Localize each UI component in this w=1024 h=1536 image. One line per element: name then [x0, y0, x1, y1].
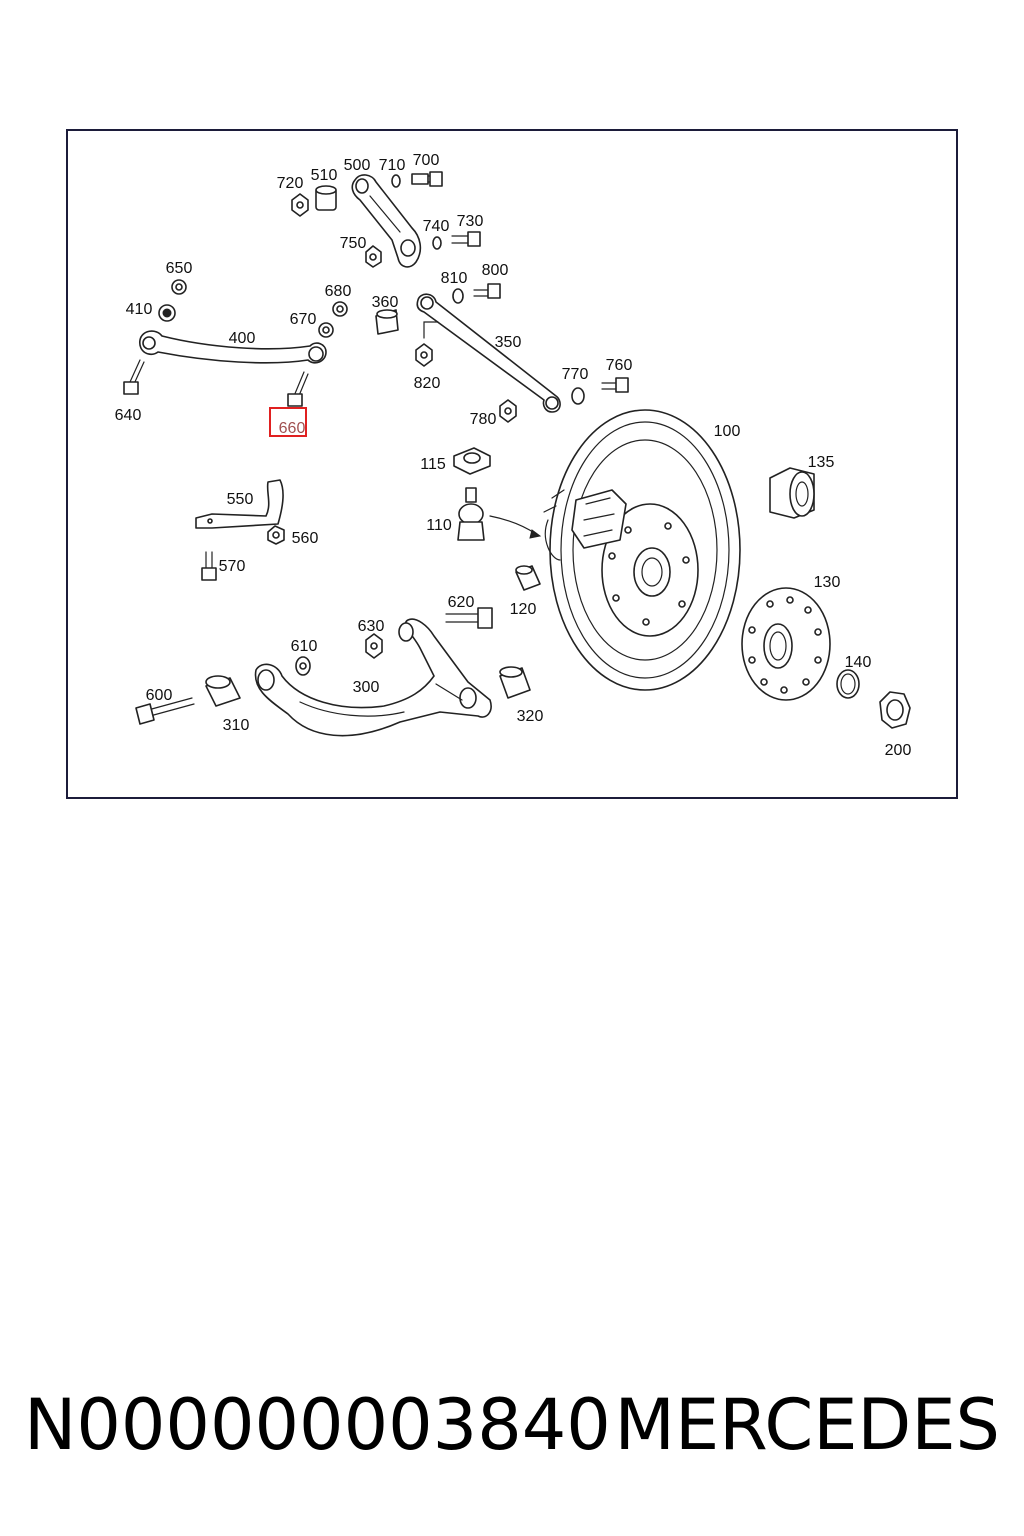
nut-720 [291, 193, 309, 217]
brand-name: MERCEDES [614, 1384, 1000, 1466]
bolt-640 [123, 359, 145, 395]
callout-310: 310 [223, 717, 250, 734]
callout-640: 640 [115, 407, 142, 424]
caliper-100 [571, 489, 627, 549]
callout-740: 740 [423, 218, 450, 235]
axle-nut-200 [879, 691, 911, 729]
washer-770 [571, 387, 585, 405]
callout-320: 320 [517, 708, 544, 725]
diagram-frame [66, 129, 958, 799]
callout-550: 550 [227, 491, 254, 508]
callout-350: 350 [495, 334, 522, 351]
callout-560: 560 [292, 530, 319, 547]
bolt-570 [201, 551, 217, 581]
bushing-310 [205, 675, 241, 707]
nut-630 [365, 633, 383, 659]
nut-560 [267, 525, 285, 545]
bushing-320 [499, 666, 531, 699]
callout-670: 670 [290, 311, 317, 328]
bolt-760 [601, 377, 629, 393]
part-number: N000000003840 [24, 1384, 611, 1466]
bolt-600 [135, 697, 195, 725]
callout-labels: 720 510 500 710 700 740 730 750 650 810 800 680 360 4… [115, 152, 912, 759]
washer-740 [432, 236, 442, 250]
callout-760: 760 [606, 357, 633, 374]
bushing-360 [375, 309, 399, 335]
callout-115: 115 [420, 456, 446, 473]
washer-710 [391, 174, 401, 188]
bolt-730 [451, 231, 481, 247]
callout-780: 780 [470, 411, 497, 428]
callout-500: 500 [344, 157, 371, 174]
nut-780 [499, 399, 517, 423]
washer-810 [452, 288, 464, 304]
callout-820: 820 [414, 375, 441, 392]
link-350 [416, 293, 561, 413]
callout-770: 770 [562, 366, 589, 383]
washer-670 [318, 322, 334, 338]
callout-710: 710 [379, 157, 406, 174]
bushing-410 [158, 304, 176, 322]
callout-140: 140 [845, 654, 872, 671]
washer-680 [332, 301, 348, 317]
callout-400: 400 [229, 330, 256, 347]
callout-600: 600 [146, 687, 173, 704]
snap-ring-140 [836, 669, 860, 699]
link-400 [139, 330, 327, 364]
washer-610 [295, 656, 311, 676]
bolt-620 [445, 607, 493, 629]
callout-660: 660 [279, 420, 306, 437]
callout-800: 800 [482, 262, 509, 279]
callout-650: 650 [166, 260, 193, 277]
washer-650 [171, 279, 187, 295]
callout-810: 810 [441, 270, 468, 287]
bracket-550 [195, 479, 284, 529]
callout-120: 120 [510, 601, 537, 618]
nut-115 [453, 447, 491, 475]
bushing-120 [515, 565, 541, 591]
lower-arm-300 [254, 618, 492, 737]
callout-410: 410 [126, 301, 153, 318]
callout-200: 200 [885, 742, 912, 759]
wheel-hub-130 [741, 587, 831, 701]
bolt-660 [287, 371, 309, 407]
callout-720: 720 [277, 175, 304, 192]
callout-750: 750 [340, 235, 367, 252]
ball-joint-110 [457, 487, 542, 541]
bolt-800 [473, 283, 501, 299]
callout-360: 360 [372, 294, 399, 311]
bolt-700 [411, 171, 443, 187]
callout-570: 570 [219, 558, 246, 575]
callout-130: 130 [814, 574, 841, 591]
callout-110: 110 [426, 517, 452, 534]
bushing-510 [315, 185, 337, 211]
callout-680: 680 [325, 283, 352, 300]
callout-610: 610 [291, 638, 318, 655]
nut-820 [415, 321, 439, 367]
callout-730: 730 [457, 213, 484, 230]
nut-750 [365, 245, 382, 268]
callout-620: 620 [448, 594, 475, 611]
callout-510: 510 [311, 167, 338, 184]
highlight-box-660 [269, 407, 307, 437]
callout-700: 700 [413, 152, 440, 169]
callout-100: 100 [714, 423, 741, 440]
callout-630: 630 [358, 618, 385, 635]
bearing-135 [769, 467, 815, 519]
callout-135: 135 [808, 454, 835, 471]
footer-bar: N000000003840 MERCEDES [0, 1375, 1024, 1475]
upper-arm-500 [351, 174, 422, 268]
hub-flange-100 [601, 503, 699, 637]
callout-300: 300 [353, 679, 380, 696]
